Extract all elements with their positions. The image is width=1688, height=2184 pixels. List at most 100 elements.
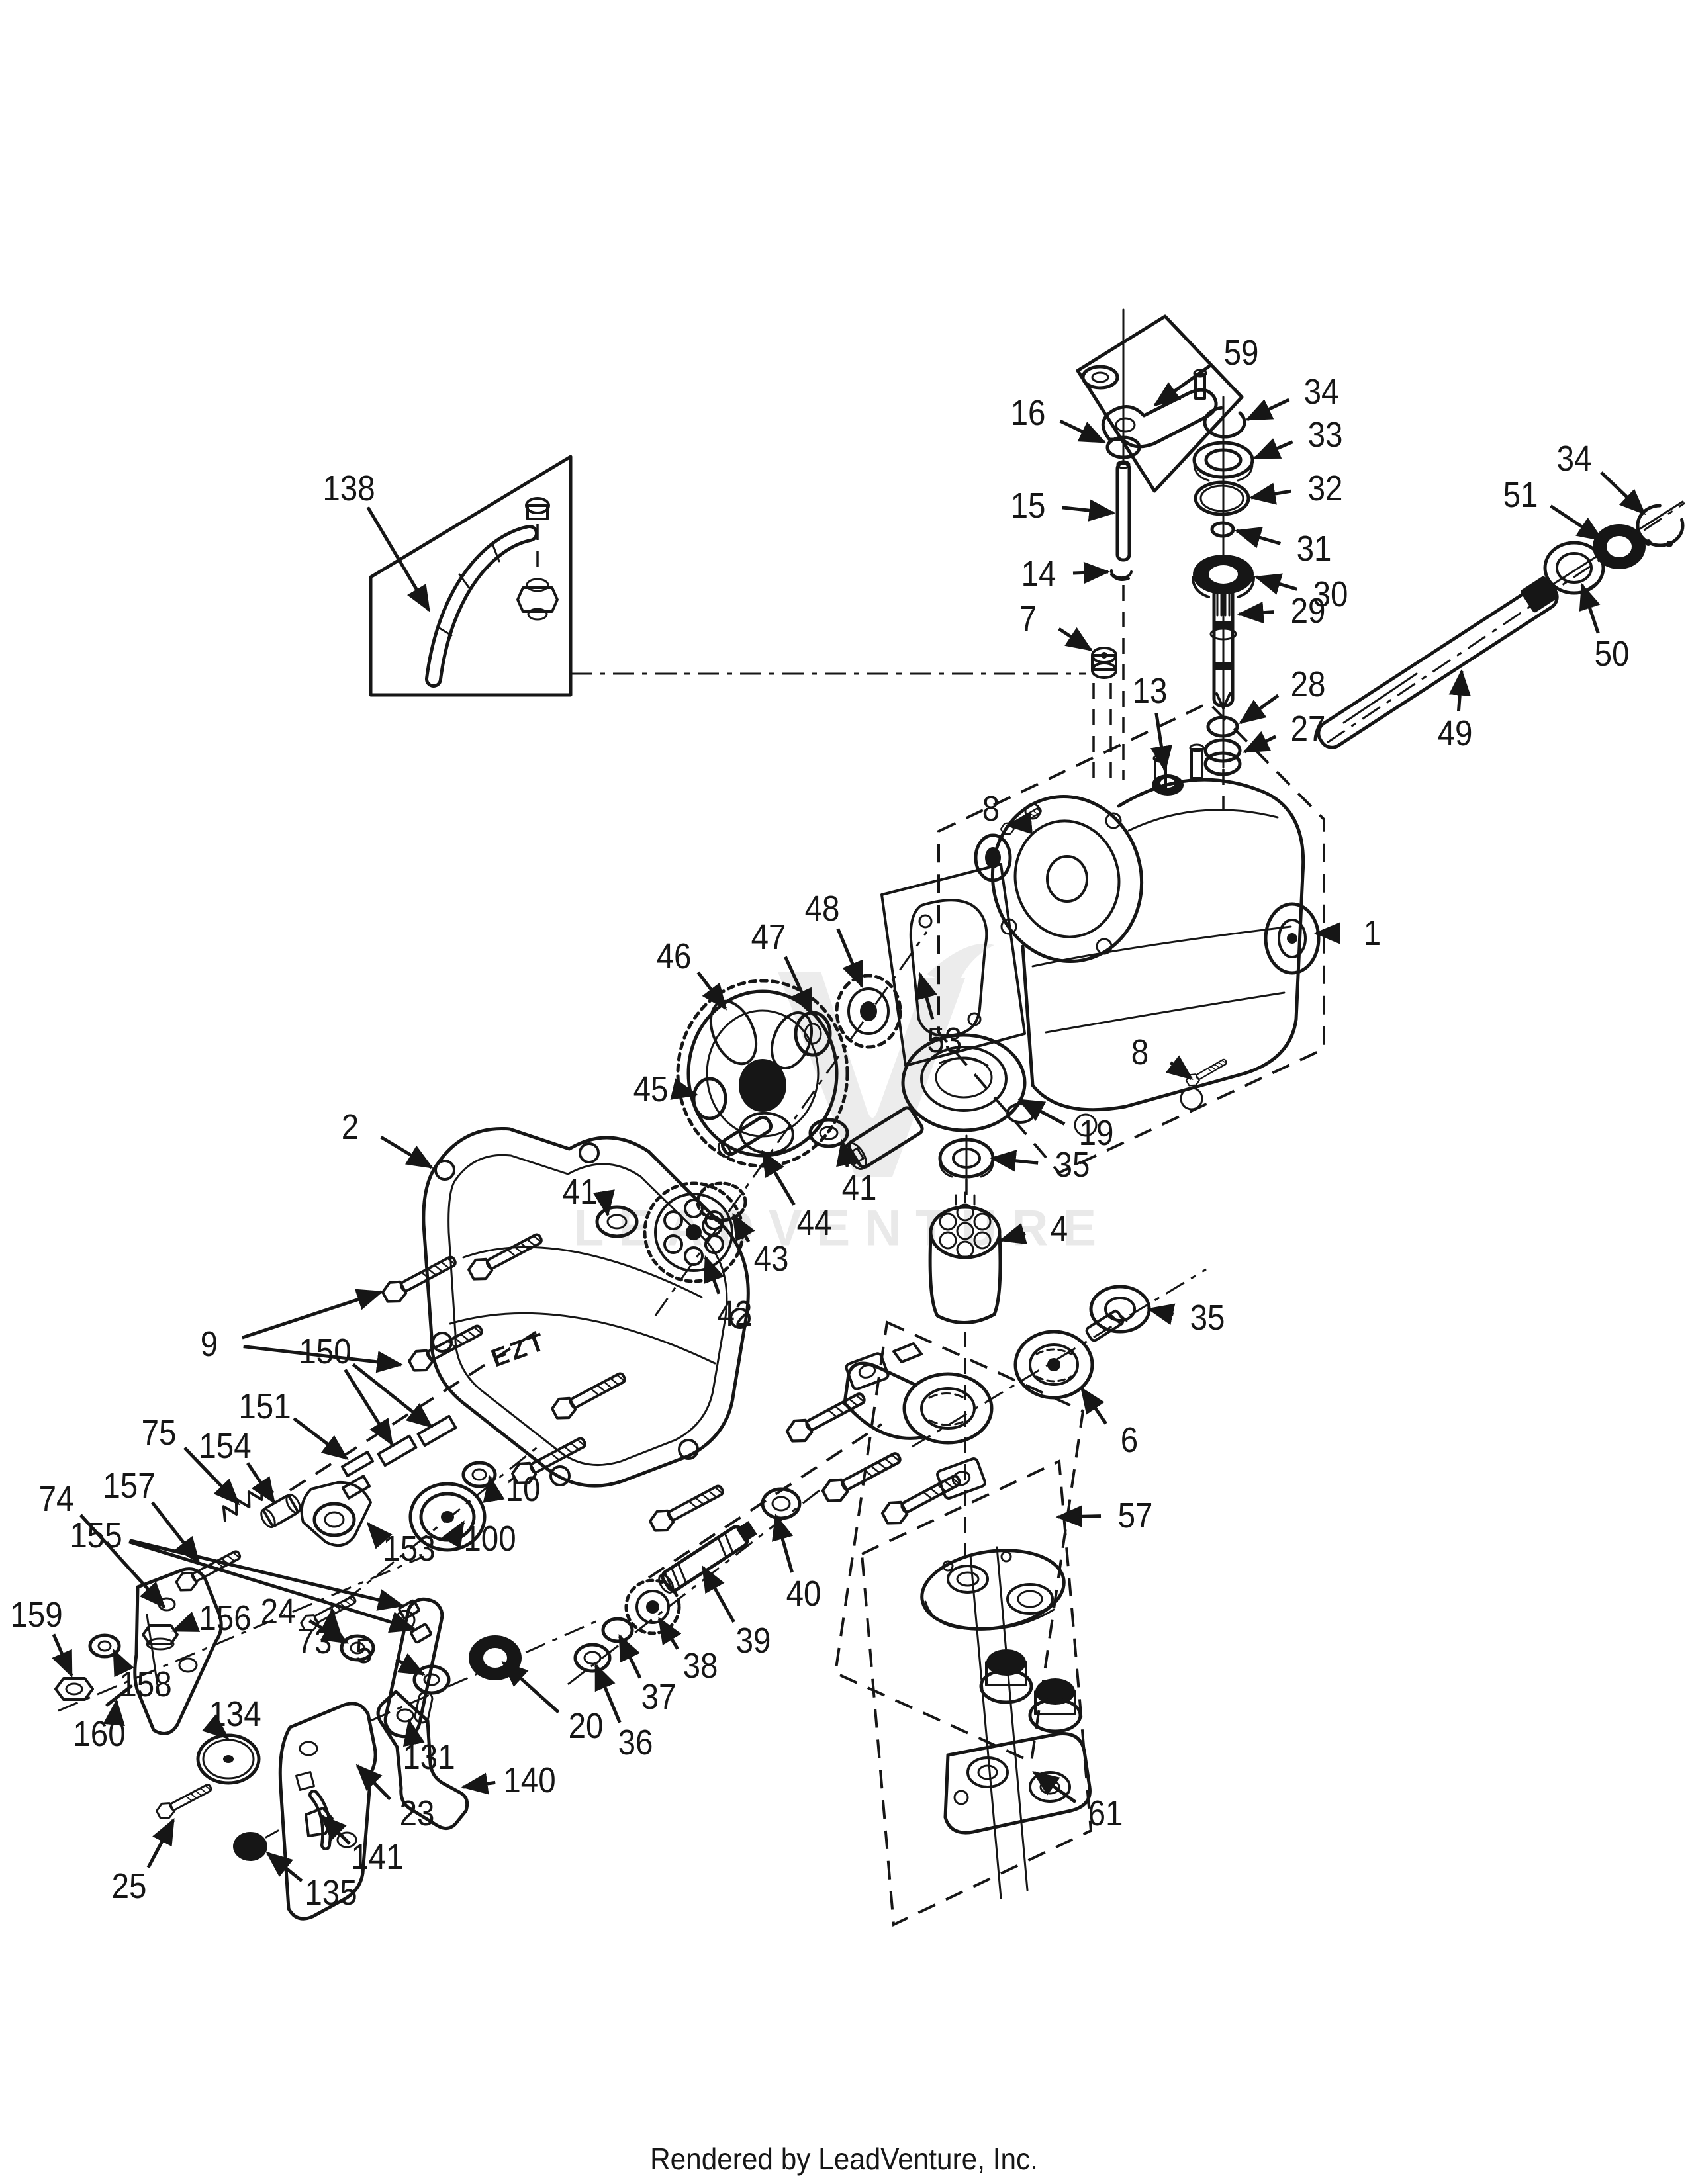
- leader-line-4: [998, 1222, 1027, 1244]
- leader-line-6: [1080, 1387, 1107, 1425]
- part-callout-5-49: 5: [355, 1631, 373, 1671]
- leader-line-10: [483, 1475, 505, 1503]
- leader-line-34: [1600, 471, 1646, 516]
- leader-line-24: [308, 1619, 349, 1645]
- leader-line-47: [784, 956, 814, 1017]
- leader-line-2: [380, 1135, 434, 1169]
- part-callout-39-68: 39: [735, 1621, 771, 1661]
- part-callout-158-52: 158: [119, 1664, 172, 1704]
- part-callout-1-20: 1: [1363, 913, 1382, 953]
- part-callout-46-22: 46: [656, 936, 692, 976]
- part-callout-14-9: 14: [1021, 554, 1056, 594]
- leader-line-74: [79, 1514, 166, 1609]
- part-callout-153-62: 153: [383, 1529, 436, 1569]
- leader-line-38: [657, 1617, 682, 1650]
- part-callout-23-56: 23: [399, 1794, 435, 1833]
- leader-line-159: [52, 1633, 73, 1678]
- part-callout-73-48: 73: [297, 1621, 332, 1661]
- leader-line-36: [594, 1662, 622, 1723]
- part-callout-135-58: 135: [305, 1873, 357, 1913]
- part-callout-19-27: 19: [1078, 1113, 1114, 1153]
- part-callout-32-4: 32: [1307, 469, 1343, 508]
- leader-line-32: [1248, 482, 1291, 505]
- part-callout-159-47: 159: [10, 1595, 63, 1635]
- leader-line-155: [128, 1540, 417, 1633]
- part-callout-35-37: 35: [1190, 1298, 1225, 1338]
- leader-line-138: [366, 506, 431, 612]
- side-cover-2: EZT: [422, 1126, 751, 1488]
- spur-gear-42-cluster: [595, 1115, 849, 1283]
- part-callout-41-29: 41: [841, 1168, 877, 1208]
- part-callout-74-45: 74: [38, 1479, 74, 1519]
- axle-shaft-49: [1317, 504, 1685, 749]
- leader-line-35: [989, 1150, 1039, 1172]
- part-callout-41-36: 41: [562, 1172, 598, 1212]
- leader-line-53: [915, 972, 937, 1020]
- leader-line-34: [1244, 398, 1290, 422]
- leader-line-5: [395, 1653, 426, 1676]
- leader-line-51: [1550, 504, 1604, 542]
- leader-line-46: [696, 971, 727, 1011]
- brake-hardware-cluster: [54, 1414, 522, 1785]
- leader-line-153: [366, 1522, 393, 1549]
- leader-line-25: [146, 1818, 175, 1868]
- leader-line-157: [151, 1501, 201, 1564]
- leader-line-35: [1147, 1303, 1176, 1326]
- part-callout-7-17: 7: [1019, 599, 1037, 639]
- leader-line-154: [246, 1462, 276, 1504]
- part-callout-6-38: 6: [1120, 1420, 1139, 1460]
- part-callout-134-54: 134: [209, 1694, 261, 1734]
- part-callout-155-46: 155: [70, 1516, 122, 1555]
- leader-line-50: [1579, 582, 1601, 634]
- part-callout-20-63: 20: [568, 1706, 604, 1746]
- leader-line-37: [618, 1634, 642, 1679]
- leader-line-13: [1150, 713, 1172, 773]
- part-callout-48-24: 48: [804, 889, 840, 929]
- part-callout-31-5: 31: [1296, 529, 1332, 569]
- part-callout-35-28: 35: [1055, 1145, 1090, 1185]
- part-callout-38-67: 38: [682, 1646, 718, 1686]
- part-callout-29-14: 29: [1290, 591, 1326, 631]
- leader-line-27: [1243, 731, 1277, 754]
- leader-line-57: [1055, 1505, 1102, 1527]
- leader-line-100: [442, 1520, 465, 1549]
- leader-line-61: [1032, 1770, 1077, 1804]
- leader-line-160: [103, 1698, 125, 1727]
- leader-line-156: [171, 1611, 201, 1633]
- part-callout-53-26: 53: [927, 1021, 962, 1060]
- leader-line-29: [1237, 602, 1274, 624]
- leader-line-31: [1234, 527, 1282, 549]
- leader-line-23: [355, 1764, 392, 1801]
- leader-line-20: [501, 1661, 560, 1714]
- washer-47-gear-48-oring-45: [692, 974, 902, 1120]
- part-callout-40-69: 40: [786, 1574, 821, 1614]
- part-callout-154-42: 154: [199, 1426, 252, 1466]
- part-callout-24-51: 24: [260, 1592, 296, 1631]
- part-callout-16-7: 16: [1010, 393, 1046, 433]
- part-callout-28-15: 28: [1290, 664, 1326, 704]
- leader-line-45: [670, 1078, 699, 1100]
- leader-line-75: [183, 1446, 240, 1506]
- leader-line-59: [1153, 363, 1213, 407]
- leader-line-16: [1059, 419, 1107, 444]
- leader-line-134: [202, 1713, 230, 1740]
- part-callout-25-59: 25: [111, 1866, 147, 1906]
- leader-line-9: [241, 1289, 384, 1340]
- part-callout-138-0: 138: [322, 469, 375, 508]
- leader-line-151: [293, 1417, 349, 1461]
- part-callout-34-2: 34: [1303, 372, 1339, 412]
- leader-line-140: [461, 1772, 496, 1795]
- trunnion-kit-57: [784, 1320, 1085, 1764]
- leader-line-43: [731, 1213, 755, 1243]
- part-callout-34-10: 34: [1556, 439, 1592, 478]
- leader-line-135: [265, 1851, 303, 1882]
- part-callout-42-32: 42: [717, 1294, 753, 1334]
- part-callout-8-19: 8: [982, 789, 1000, 829]
- leader-line-30: [1254, 573, 1298, 595]
- part-callout-140-64: 140: [503, 1760, 556, 1800]
- part-callout-15-8: 15: [1010, 486, 1046, 525]
- part-callout-51-11: 51: [1503, 475, 1538, 515]
- leader-line-141: [320, 1814, 351, 1845]
